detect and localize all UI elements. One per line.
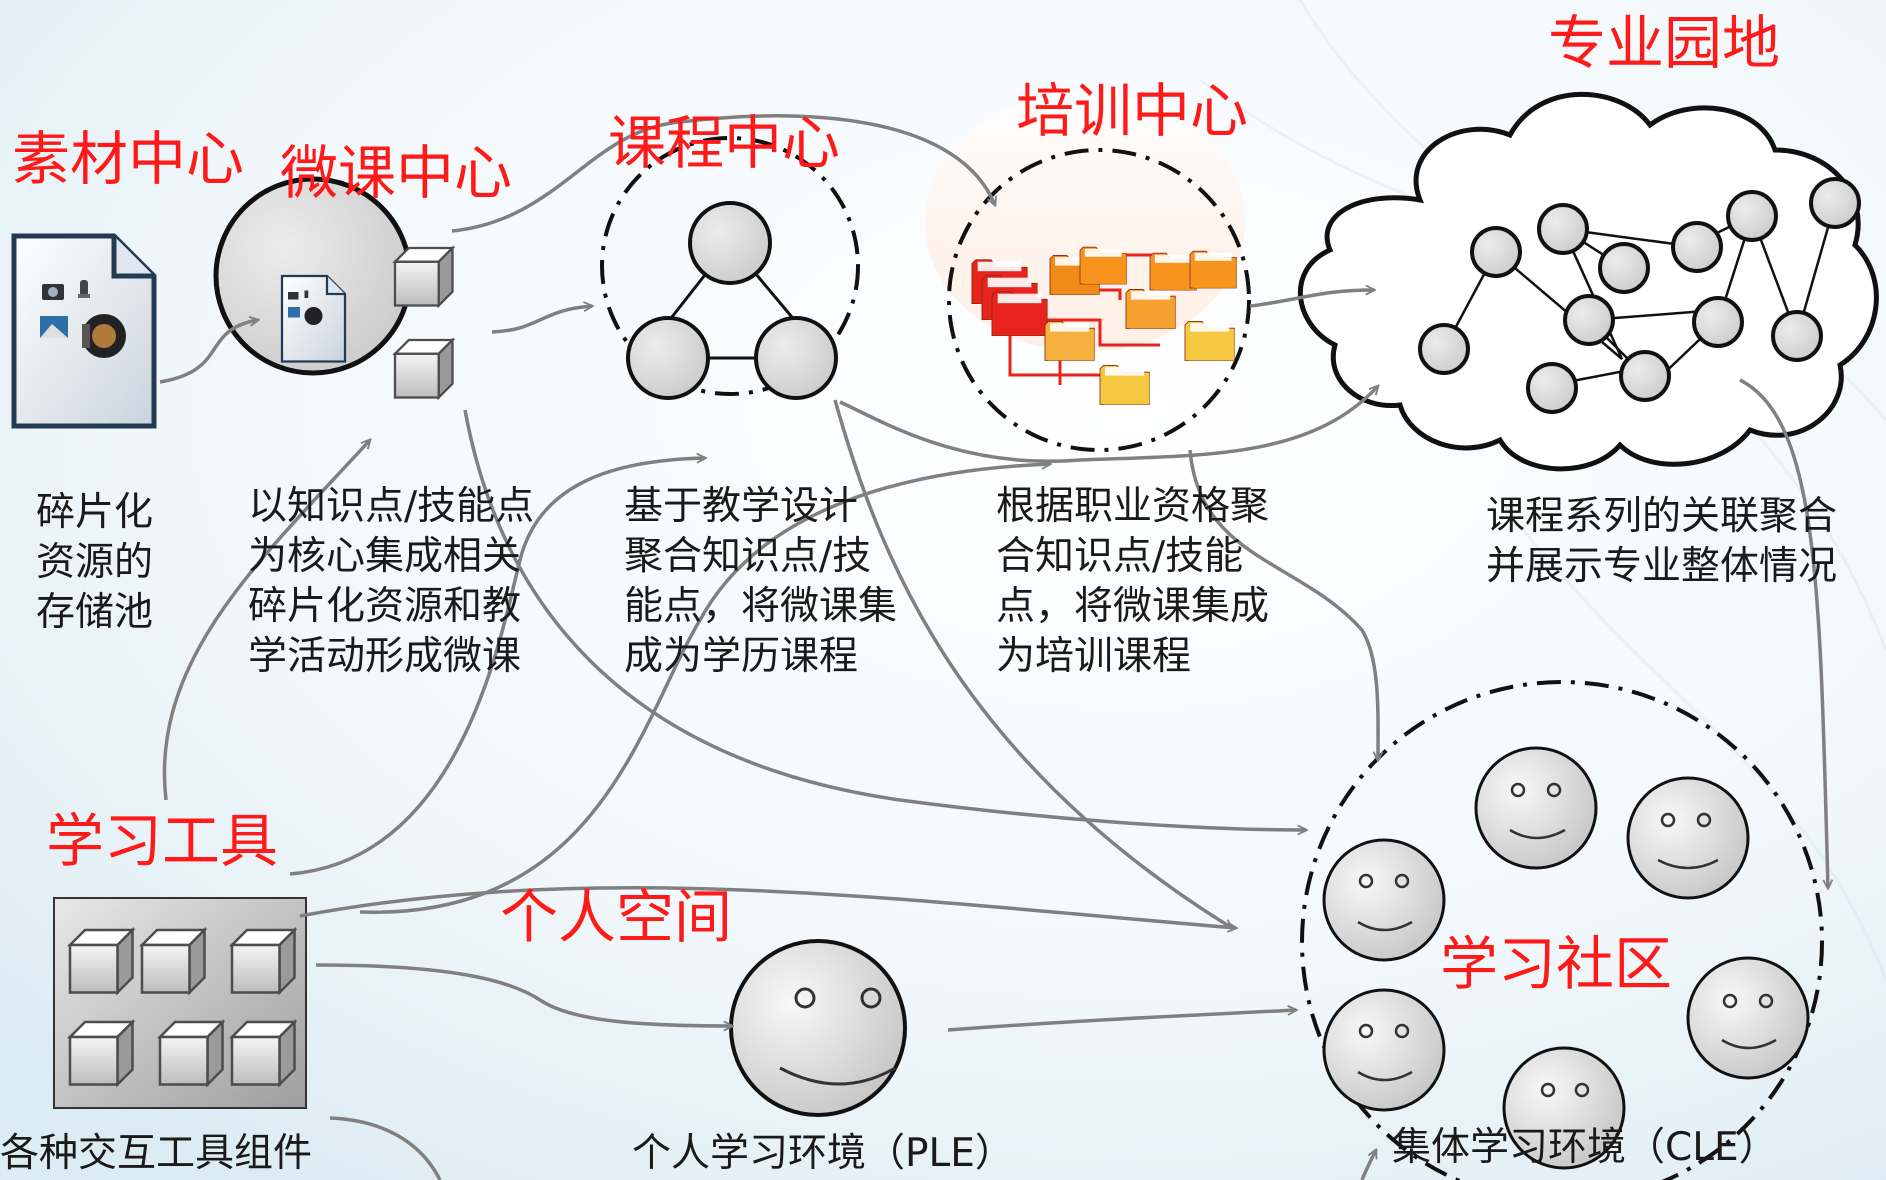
connector-arrows (159, 114, 1828, 1180)
training-center-title: 培训中心 (1016, 77, 1249, 145)
training-center-description: 根据职业资格聚 合知识点/技能 点，将微课集成 为培训课程 (996, 482, 1269, 682)
personal-space-title: 个人空间 (500, 883, 733, 951)
learning-tools-title: 学习工具 (46, 807, 279, 875)
description-line: 根据职业资格聚 (996, 484, 1270, 529)
description-line: 为培训课程 (996, 634, 1192, 679)
description-line: 点，将微课集成 (996, 584, 1270, 629)
description-line: 碎片化 (36, 490, 154, 535)
description-line: 资源的 (36, 540, 154, 585)
course-center-title: 课程中心 (608, 109, 841, 177)
micro-course-center-title: 微课中心 (280, 139, 513, 207)
description-line: 课程系列的关联聚合 (1486, 494, 1838, 539)
description-line: 聚合知识点/技 (624, 534, 872, 579)
micro-course-center-description: 以知识点/技能点 为核心集成相关 碎片化资源和教 学活动形成微课 (248, 482, 534, 682)
major-garden-cloud (1297, 91, 1879, 472)
description-line: 合知识点/技能 (996, 534, 1244, 579)
material-center-title: 素材中心 (12, 125, 245, 193)
description-line: 能点，将微课集 (624, 584, 898, 629)
community-face (1686, 956, 1810, 1080)
learning-community-title: 学习社区 (1440, 930, 1673, 998)
community-face (1474, 746, 1598, 870)
description-line: 成为学历课程 (624, 634, 859, 679)
material-document-icon (14, 236, 154, 426)
description-line: 为核心集成相关 (248, 534, 522, 579)
cle-caption: 集体学习环境（CLE） (1392, 1125, 1778, 1170)
description-line: 基于教学设计 (624, 484, 859, 529)
learning-tools-tray (53, 897, 307, 1109)
description-line: 学活动形成微课 (248, 634, 522, 679)
community-face (1322, 838, 1446, 962)
training-center-folders (925, 92, 1251, 452)
ple-caption: 个人学习环境（PLE） (632, 1131, 1014, 1176)
major-garden-title: 专业园地 (1548, 9, 1781, 77)
description-line: 存储池 (36, 590, 154, 635)
description-line: 以知识点/技能点 (248, 484, 535, 529)
personal-space-face (729, 939, 907, 1117)
micro-course-icon (213, 176, 454, 399)
learning-tools-caption: 各种交互工具组件 (0, 1131, 313, 1176)
course-center-description: 基于教学设计 聚合知识点/技 能点，将微课集 成为学历课程 (624, 482, 897, 682)
description-line: 碎片化资源和教 (248, 584, 522, 629)
material-center-description: 碎片化 资源的 存储池 (36, 488, 153, 638)
course-center-network (600, 136, 860, 400)
community-face (1322, 988, 1446, 1112)
description-line: 并展示专业整体情况 (1486, 544, 1838, 589)
community-face (1502, 1046, 1626, 1170)
community-face (1626, 776, 1750, 900)
major-garden-description: 课程系列的关联聚合 并展示专业整体情况 (1486, 492, 1837, 592)
learning-community (1300, 680, 1824, 1180)
